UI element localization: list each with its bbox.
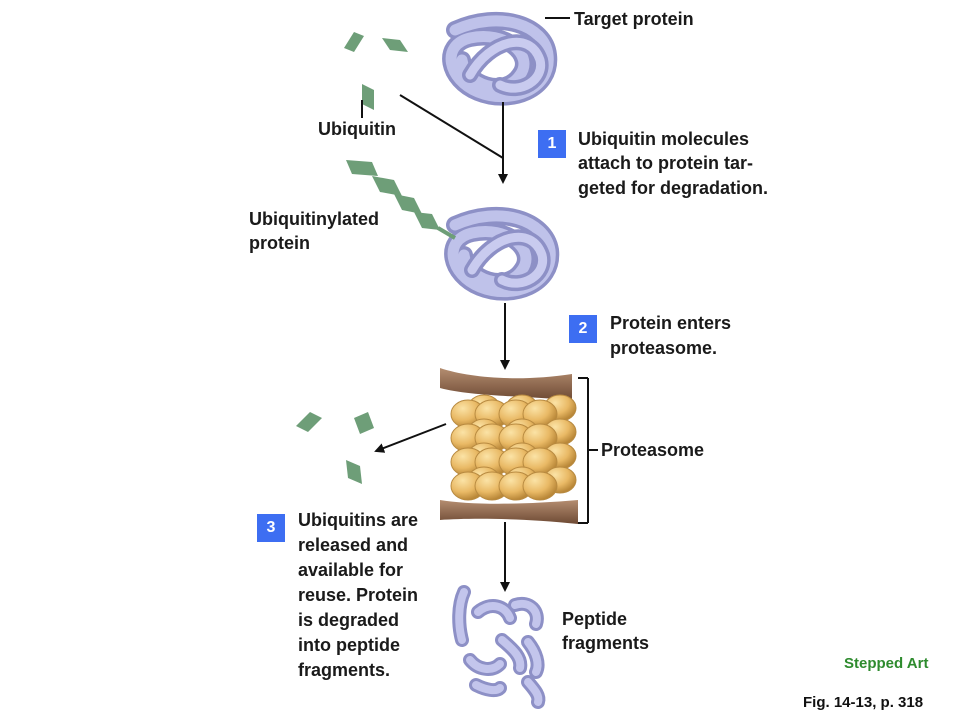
step-2-text-line2: proteasome. — [610, 338, 718, 358]
step-3-text-line7: fragments. — [298, 660, 391, 680]
peptide-label-line2: fragments — [562, 633, 650, 653]
step-3-text-line4: reuse. Protein — [298, 585, 419, 605]
step-1-text-line2: attach to protein tar- — [578, 153, 754, 173]
step-2-badge: 2 — [569, 315, 597, 343]
step-3-text-line6: into peptide — [298, 635, 400, 655]
target-protein-label: Target protein — [574, 9, 694, 29]
step-3-text-line5: is degraded — [298, 610, 400, 630]
stepped-art-label: Stepped Art — [844, 655, 929, 672]
release-arrow — [374, 423, 447, 453]
ubiquitinylated-protein-glyph — [444, 206, 560, 301]
target-protein-glyph — [442, 11, 558, 106]
peptide-fragments-glyph — [452, 585, 546, 709]
proteasome-label: Proteasome — [601, 440, 705, 460]
step-1-text-line3: geted for degradation. — [578, 178, 769, 198]
ubiquitin-label: Ubiquitin — [318, 119, 396, 139]
proteasome-bracket — [578, 377, 598, 524]
peptide-label-line1: Peptide — [562, 609, 628, 629]
step-1-text-line1: Ubiquitin molecules — [578, 129, 750, 149]
released-ubiquitin-group — [296, 412, 374, 484]
proteasome-glyph — [440, 368, 578, 524]
free-ubiquitin-group — [344, 32, 408, 110]
ubiquitinylated-label-line1: Ubiquitinylated — [249, 209, 379, 229]
step-3-text-line1: Ubiquitins are — [298, 510, 419, 530]
ubiquitin-chain — [346, 160, 457, 240]
ubiquitinylated-label-line2: protein — [249, 233, 310, 253]
attach-arrow-diagonal — [399, 94, 504, 159]
figure-reference: Fig. 14-13, p. 318 — [803, 694, 924, 711]
step-2-text-line1: Protein enters — [610, 313, 732, 333]
step-3-badge: 3 — [257, 514, 285, 542]
step-3-text-line3: available for — [298, 560, 404, 580]
proteasome-subunit — [522, 471, 558, 501]
step-1-badge: 1 — [538, 130, 566, 158]
step-3-text-line2: released and — [298, 535, 409, 555]
